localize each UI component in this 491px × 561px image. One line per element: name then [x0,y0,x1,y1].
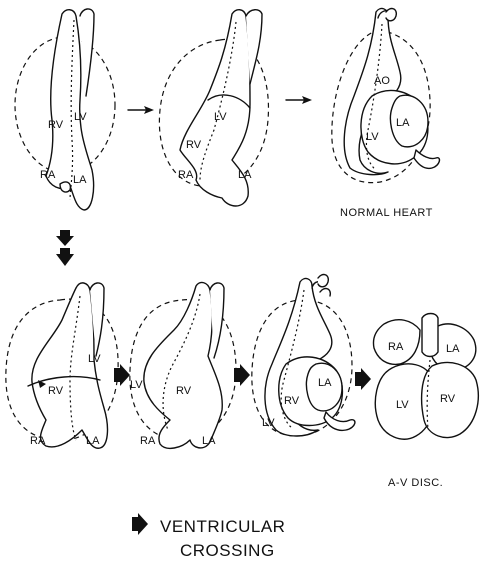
label-lv: LV [366,131,379,143]
label-ra: RA [30,435,46,447]
legend-arrow-head [138,513,148,535]
stage-6-ventricular-crossing: RV LA LV [252,275,355,436]
outflow-tract [210,283,224,358]
outflow-tract [80,9,94,96]
great-artery [422,314,438,357]
pulmonary-vein [324,412,355,430]
label-ra: RA [140,435,156,447]
crossing-arrow-5-to-6 [234,364,250,386]
arch-branch-2 [318,275,328,287]
label-la: LA [318,377,332,389]
crossing-arrow-6-to-7 [355,368,371,390]
label-rv: RV [176,385,192,397]
label-la: LA [202,435,216,447]
label-ra: RA [178,169,194,181]
label-lv: LV [130,379,143,391]
stage-5-ventricular-crossing: LV RV RA LA [130,283,236,449]
legend-line-2: CROSSING [180,541,275,560]
label-ra: RA [40,169,56,181]
label-lv: LV [88,353,101,365]
label-rv: RV [48,119,64,131]
double-down-arrow [56,230,74,266]
label-la: LA [238,169,252,181]
label-ra: RA [388,341,404,353]
label-ao: AO [374,75,390,87]
legend-line-1: VENTRICULAR [160,517,285,536]
heart-tube-body [144,283,222,449]
stage-4-ventricular-crossing: RV LV RA LA [6,283,118,448]
arrow-stage-1-to-2 [128,106,154,114]
label-rv: RV [48,385,64,397]
legend: VENTRICULAR CROSSING [132,513,285,560]
stage-2-heart-tube: LV RV RA LA [159,10,268,206]
label-lv: LV [396,399,409,411]
stage-7-av-disc: RA LA LV RV [373,314,478,440]
label-la: LA [396,117,410,129]
arch-branch-3 [320,289,330,296]
arch-branch-2 [386,9,396,21]
caption-av-disc: A-V DISC. [388,477,443,489]
caption-normal-heart: NORMAL HEART [340,207,433,219]
label-rv: RV [186,139,202,151]
pulmonary-vein [414,150,439,168]
label-la: LA [73,174,87,186]
label-la: LA [446,343,460,355]
label-la: LA [86,435,100,447]
stage-3-normal-heart: AO LV LA [332,9,440,183]
label-rv: RV [284,395,300,407]
stage-1-heart-tube: RV LV RA LA [15,9,115,210]
label-lv: LV [74,111,87,123]
label-rv: RV [440,393,456,405]
atrial-knob [60,182,70,192]
label-lv: LV [262,417,275,429]
legend-arrow-icon [132,517,138,531]
arrow-stage-2-to-3 [286,96,312,104]
label-lv: LV [214,111,227,123]
